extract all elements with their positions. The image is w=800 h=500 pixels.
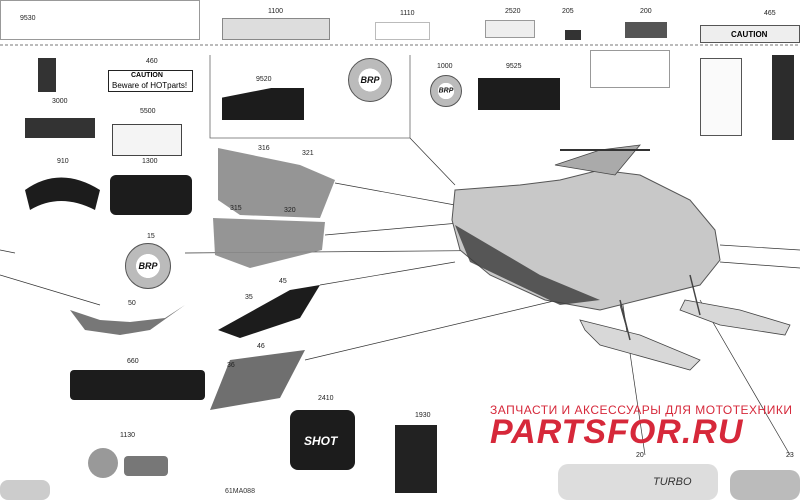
- decal-50: [70, 305, 185, 335]
- brp-logo-1100: BRP: [348, 58, 392, 102]
- part-number-321: 321: [302, 150, 314, 157]
- brp-text-1100: BRP: [360, 75, 380, 85]
- decal-5500: [112, 124, 182, 156]
- decal-315: [213, 218, 325, 268]
- part-number-460: 460: [146, 58, 158, 65]
- part-number-9520: 9520: [256, 76, 272, 83]
- part-number-36: 36: [227, 362, 235, 369]
- part-number-35: 35: [245, 294, 253, 301]
- brp-logo-15: BRP: [125, 243, 171, 289]
- part-number-1000: 1000: [437, 63, 453, 70]
- part-number-465: 465: [764, 10, 776, 17]
- part-number-315: 315: [230, 205, 242, 212]
- part-number-205: 205: [562, 8, 574, 15]
- decal-200-side: [772, 55, 794, 140]
- snowmobile-illustration: [451, 144, 791, 371]
- decal-9530: [0, 0, 200, 40]
- decal-36: [210, 350, 305, 410]
- caution-label-465: CAUTION: [731, 30, 768, 39]
- part-number-1100: 1100: [268, 8, 284, 15]
- part-number-9525: 9525: [506, 63, 522, 70]
- part-number-15: 15: [147, 233, 155, 240]
- part-number-1930: 1930: [415, 412, 431, 419]
- part-number-1300: 1300: [142, 158, 158, 165]
- decal-2520: [485, 20, 535, 38]
- caution-label-460: CAUTION: [131, 72, 163, 79]
- part-number-9530: 9530: [20, 15, 36, 22]
- part-number-2410: 2410: [318, 395, 334, 402]
- decal-2410: SHOT: [290, 410, 355, 470]
- decal-1130: [88, 448, 170, 482]
- watermark-logo: PARTSFOR.RU: [490, 413, 744, 451]
- decal-2520-detail: [590, 50, 670, 88]
- watermark-caption: ЗАПЧАСТИ И АКСЕССУАРЫ ДЛЯ МОТОТЕХНИКИ: [490, 403, 793, 417]
- brp-text-15: BRP: [138, 261, 158, 271]
- brp-text-1000: BRP: [438, 87, 454, 95]
- part-number-910: 910: [57, 158, 69, 165]
- decal-turbo: TURBO: [558, 464, 718, 500]
- part-number-660: 660: [127, 358, 139, 365]
- decal-1300: [110, 175, 192, 215]
- decal-465: CAUTION: [700, 25, 800, 43]
- part-number-23: 23: [786, 452, 794, 459]
- decal-1130-key: [124, 456, 168, 476]
- decal-1100: [222, 18, 330, 40]
- part-number-46: 46: [257, 343, 265, 350]
- part-number-5500: 5500: [140, 108, 156, 115]
- decal-1130-round: [88, 448, 118, 478]
- decal-465-detail: [700, 58, 742, 136]
- hot-parts-text: Beware of HOTparts!: [112, 81, 188, 90]
- decal-200: [625, 22, 667, 38]
- decal-bottom-right: [730, 470, 800, 500]
- part-number-50: 50: [128, 300, 136, 307]
- part-number-1130: 1130: [120, 432, 136, 439]
- decal-3000: [25, 118, 95, 138]
- decal-910: [25, 177, 100, 210]
- decal-bottom-left: [0, 480, 50, 500]
- shot-text: SHOT: [304, 434, 338, 448]
- diagram-id: 61MA088: [225, 488, 255, 495]
- brp-logo-1000: BRP: [430, 75, 462, 107]
- decal-205: [565, 30, 581, 40]
- part-number-20: 20: [636, 452, 644, 459]
- decal-35: [218, 285, 320, 338]
- decal-316: [218, 148, 335, 218]
- part-number-3000: 3000: [52, 98, 68, 105]
- decal-660: [70, 370, 205, 400]
- decal-1110: [375, 22, 430, 40]
- decal-9525: [478, 78, 560, 110]
- decal-1930: [395, 425, 437, 493]
- part-number-2520: 2520: [505, 8, 521, 15]
- decal-9530-label: [38, 58, 56, 92]
- turbo-text: TURBO: [653, 476, 692, 488]
- part-number-45: 45: [279, 278, 287, 285]
- part-number-200: 200: [640, 8, 652, 15]
- part-number-316: 316: [258, 145, 270, 152]
- part-number-1110: 1110: [400, 10, 415, 17]
- decal-460: CAUTION Beware of HOTparts!: [108, 70, 193, 92]
- part-number-320: 320: [284, 207, 296, 214]
